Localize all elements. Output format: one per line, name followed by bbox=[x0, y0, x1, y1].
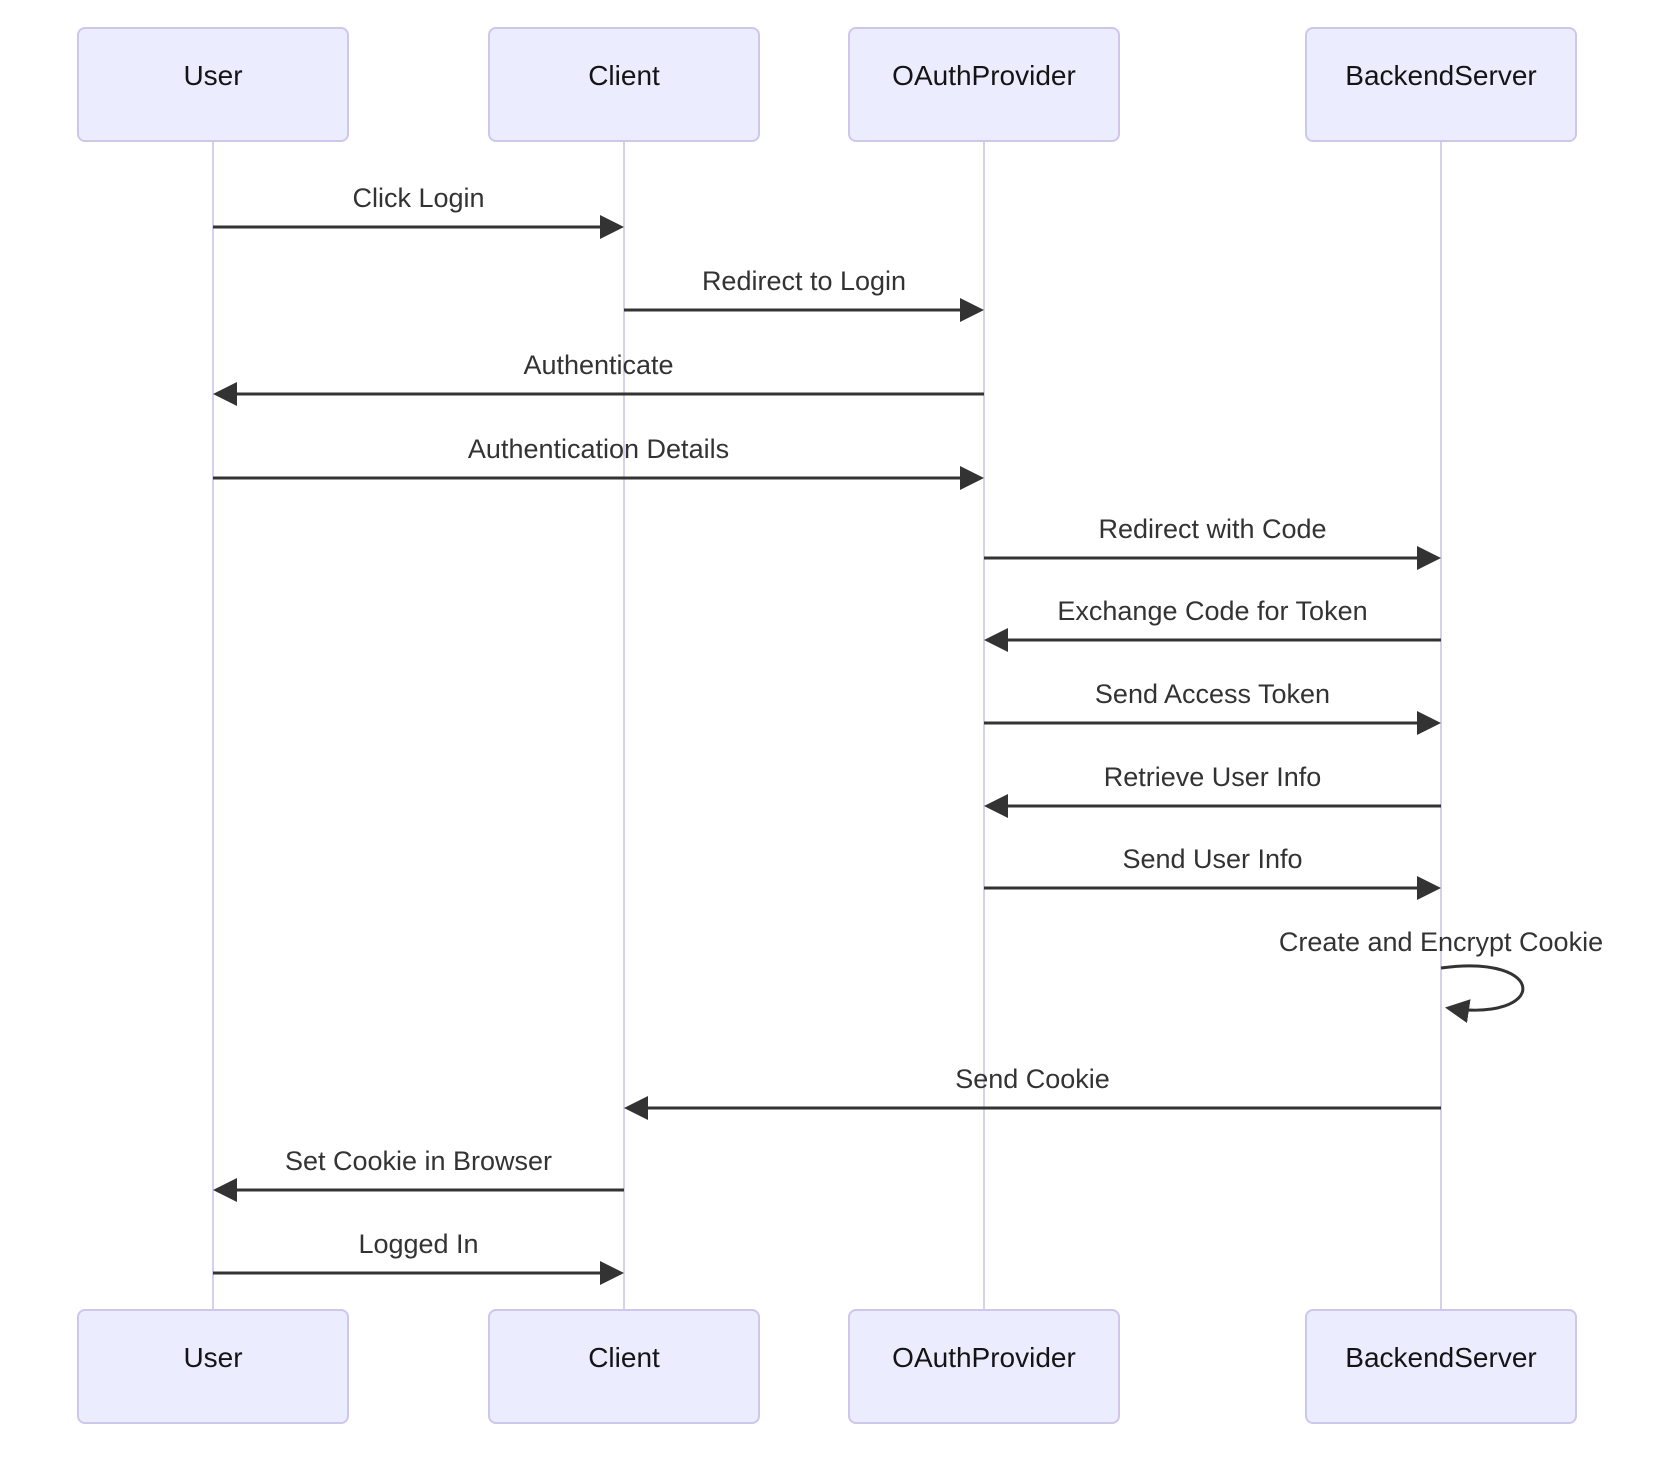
actor-box-oauth-top: OAuthProvider bbox=[848, 27, 1120, 142]
actor-box-user-bot: User bbox=[77, 1309, 349, 1424]
actor-box-client-bot: Client bbox=[488, 1309, 760, 1424]
actor-box-user-top: User bbox=[77, 27, 349, 142]
actor-label: OAuthProvider bbox=[892, 59, 1076, 91]
actor-label: User bbox=[183, 1341, 243, 1373]
actor-label: Client bbox=[588, 1341, 660, 1373]
message-label: Retrieve User Info bbox=[1103, 762, 1322, 792]
message-label: Authentication Details bbox=[467, 434, 730, 464]
message-label: Set Cookie in Browser bbox=[284, 1146, 553, 1176]
actor-label: BackendServer bbox=[1345, 59, 1537, 91]
message-label: Exchange Code for Token bbox=[1057, 596, 1368, 626]
self-message-arrow bbox=[1440, 964, 1525, 1023]
message-label: Authenticate bbox=[523, 350, 674, 380]
message-label: Redirect to Login bbox=[701, 266, 907, 296]
message-label: Redirect with Code bbox=[1098, 514, 1327, 544]
message-label: Click Login bbox=[352, 183, 485, 213]
message-label: Send User Info bbox=[1122, 844, 1303, 874]
actor-box-client-top: Client bbox=[488, 27, 760, 142]
message-label: Create and Encrypt Cookie bbox=[1278, 927, 1604, 957]
message-label: Logged In bbox=[358, 1229, 479, 1259]
actor-label: Client bbox=[588, 59, 660, 91]
message-label: Send Cookie bbox=[955, 1064, 1110, 1094]
actor-box-backend-bot: BackendServer bbox=[1305, 1309, 1577, 1424]
actor-box-backend-top: BackendServer bbox=[1305, 27, 1577, 142]
actor-label: BackendServer bbox=[1345, 1341, 1537, 1373]
actor-label: User bbox=[183, 59, 243, 91]
actor-label: OAuthProvider bbox=[892, 1341, 1076, 1373]
message-label: Send Access Token bbox=[1094, 679, 1331, 709]
actor-box-oauth-bot: OAuthProvider bbox=[848, 1309, 1120, 1424]
